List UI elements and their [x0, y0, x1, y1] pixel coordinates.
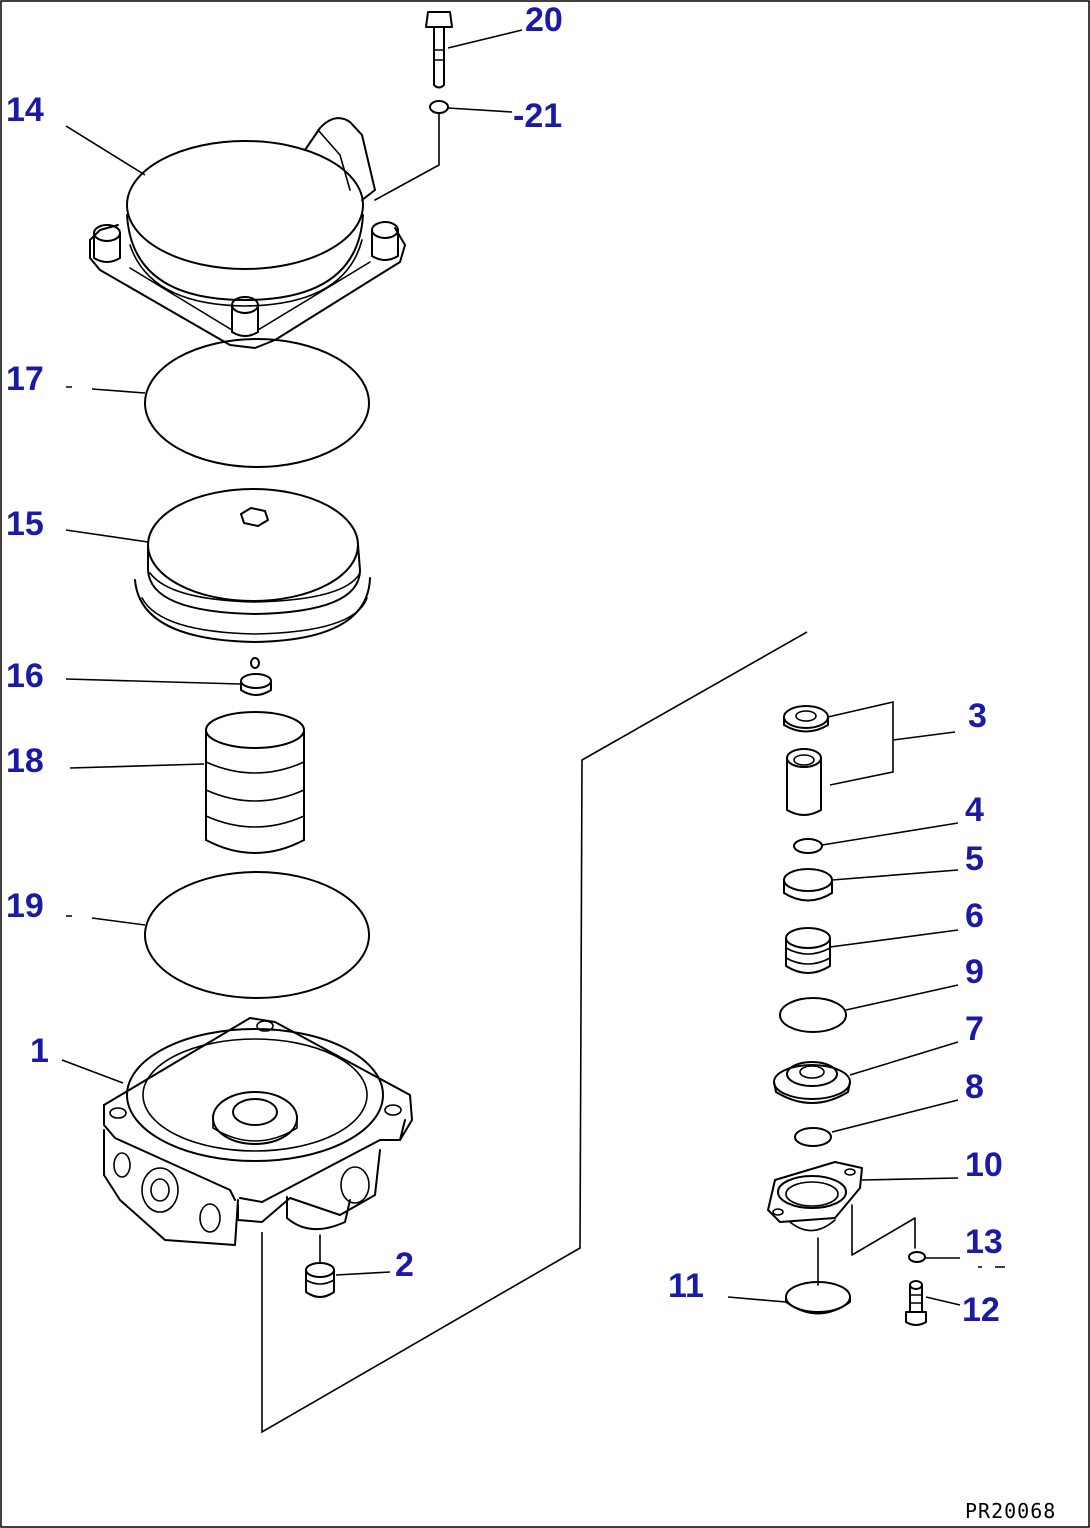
part-13-washer: [908, 1251, 926, 1263]
part-19-ring: [144, 871, 370, 999]
part-8-ring: [794, 1127, 832, 1147]
callout-16: 16: [6, 657, 44, 695]
callout-12: 12: [962, 1291, 1000, 1329]
callout-20: 20: [525, 1, 563, 39]
part-11-cap: [785, 1281, 851, 1315]
callout-2: 2: [395, 1246, 414, 1284]
callout-17: 17: [6, 360, 44, 398]
callout-18: 18: [6, 742, 44, 780]
part-9-ring: [779, 997, 847, 1033]
callout-7: 7: [965, 1010, 984, 1048]
drawing-code: PR20068: [965, 1499, 1056, 1523]
part-6-spring: [785, 927, 831, 974]
part-14-upper-cover: [89, 117, 406, 349]
callout-10: 10: [965, 1146, 1003, 1184]
part-12-bolt: [905, 1280, 927, 1326]
part-2-plug: [305, 1234, 335, 1298]
callout-15: 15: [6, 505, 44, 543]
part-5-seat: [783, 868, 833, 902]
callout-3: 3: [968, 697, 987, 735]
callout-13: 13: [965, 1223, 1003, 1261]
callout-6: 6: [965, 897, 984, 935]
part-4-ring: [793, 838, 823, 854]
callout-19: 19: [6, 887, 44, 925]
part-18-spring: [205, 711, 305, 854]
part-17-ring: [144, 338, 370, 468]
callout-21: -21: [513, 97, 562, 135]
part-10-flange: [767, 1161, 916, 1286]
callout-11: 11: [668, 1267, 704, 1305]
callout-4: 4: [965, 791, 984, 829]
callout-14: 14: [6, 91, 44, 129]
callout-9: 9: [965, 953, 984, 991]
part-1-valve-body: [103, 631, 808, 1434]
callout-5: 5: [965, 840, 984, 878]
callout-8: 8: [965, 1068, 984, 1106]
leader-lines: [61, 29, 1005, 1306]
callout-1: 1: [30, 1032, 49, 1070]
part-7-valve-seat: [773, 1061, 851, 1104]
part-20-bolt: [425, 11, 453, 89]
part-16-nut: [240, 657, 272, 696]
part-15-diaphragm: [134, 488, 371, 643]
part-21-washer: [374, 100, 449, 201]
part-3-valve-assembly: [783, 705, 829, 816]
